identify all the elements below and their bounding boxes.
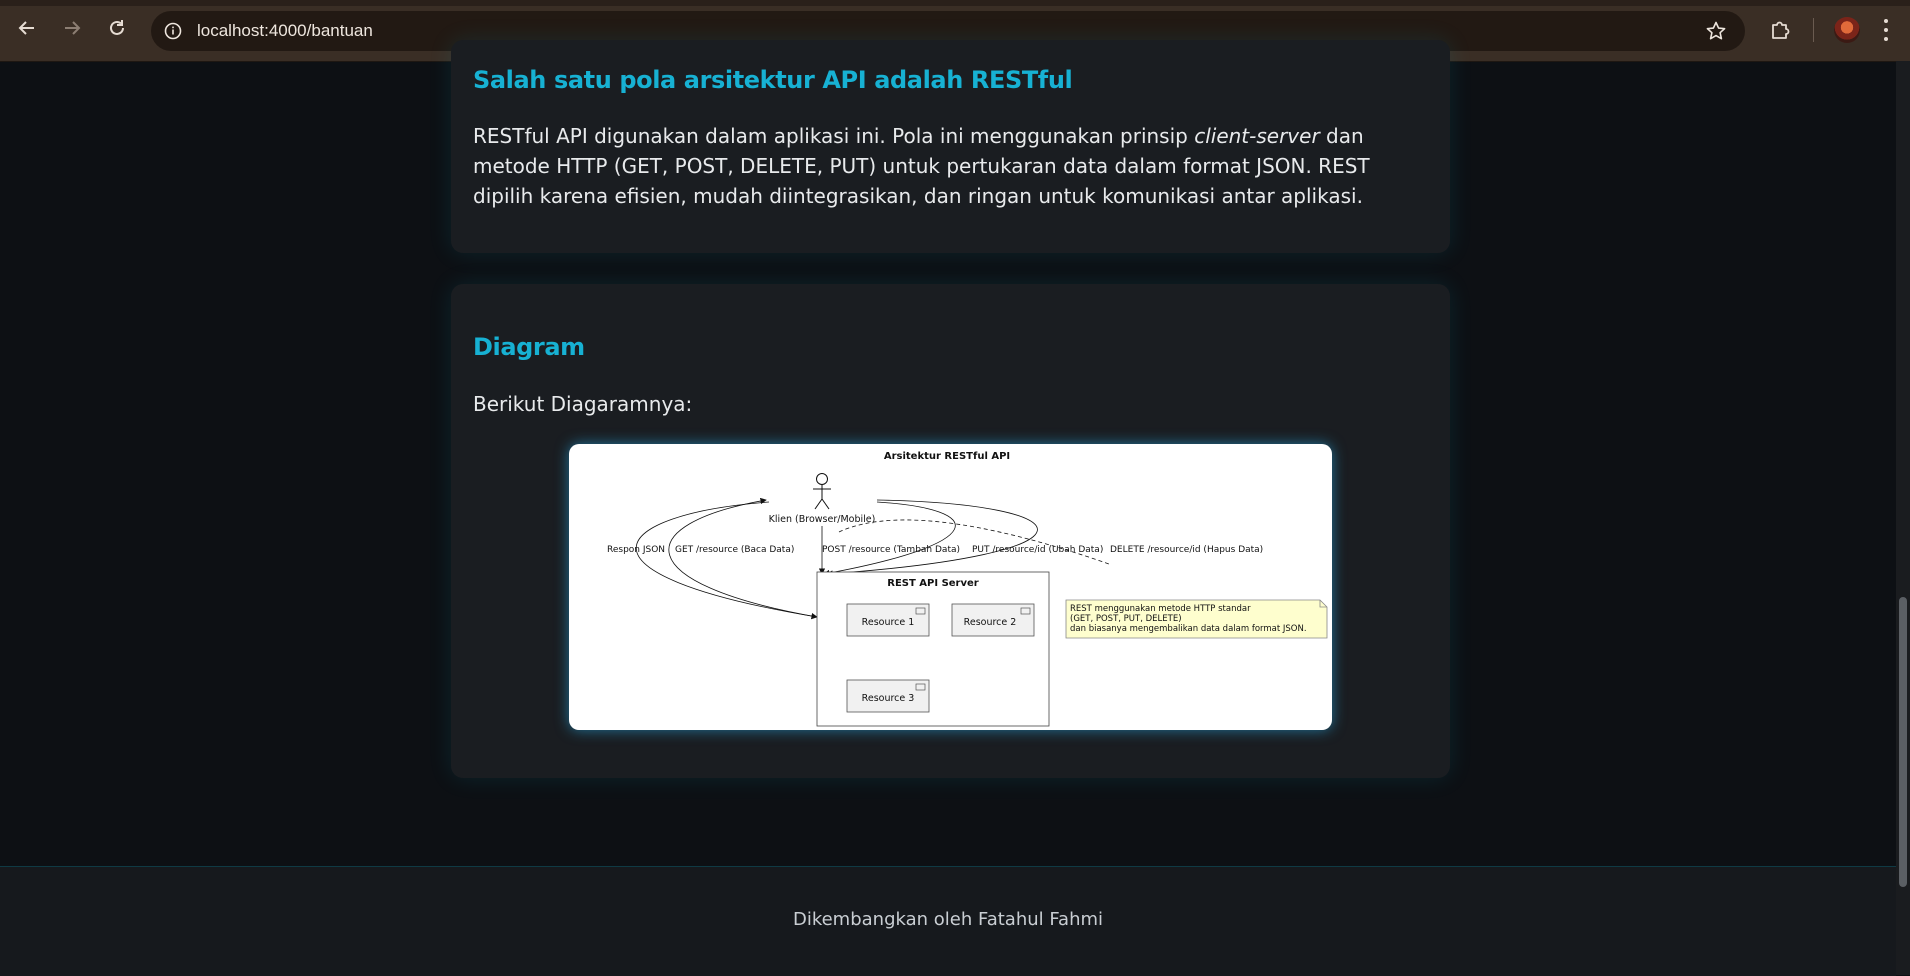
diagram-note: REST menggunakan metode HTTP standar (GE… xyxy=(1065,599,1328,639)
puzzle-icon xyxy=(1772,21,1790,39)
resource-1-box: Resource 1 xyxy=(846,603,930,637)
arrow-right-icon xyxy=(65,21,81,35)
profile-avatar-icon[interactable] xyxy=(1834,17,1860,43)
svg-text:Resource 1: Resource 1 xyxy=(862,617,915,628)
resource-3-box: Resource 3 xyxy=(846,679,930,713)
site-info-button[interactable] xyxy=(163,21,183,41)
bookmark-button[interactable] xyxy=(1705,20,1727,42)
edge-label-respon-json: Respon JSON xyxy=(607,545,665,555)
svg-text:Resource 2: Resource 2 xyxy=(964,617,1017,628)
edge-label-get: GET /resource (Baca Data) xyxy=(675,545,794,555)
svg-text:Resource 3: Resource 3 xyxy=(862,693,915,704)
diagram-intro-text: Berikut Diagaramnya: xyxy=(473,392,693,416)
diagram-title: Arsitektur RESTful API xyxy=(884,451,1010,462)
actor-stick-figure-icon xyxy=(813,473,831,510)
star-icon xyxy=(1706,21,1726,40)
edge-label-put: PUT /resource/id (Ubah Data) xyxy=(972,545,1103,555)
forward-button[interactable] xyxy=(59,15,85,41)
svg-text:dan biasanya mengembalikan dat: dan biasanya mengembalikan data dalam fo… xyxy=(1070,624,1307,634)
rest-section-paragraph: RESTful API digunakan dalam aplikasi ini… xyxy=(473,124,1370,208)
edge-label-delete: DELETE /resource/id (Hapus Data) xyxy=(1110,545,1263,555)
extensions-button[interactable] xyxy=(1768,18,1792,42)
diagram-section-title: Diagram xyxy=(473,333,585,361)
back-button[interactable] xyxy=(14,15,40,41)
rest-info-card: Salah satu pola arsitektur API adalah RE… xyxy=(451,40,1450,253)
scrollbar-thumb[interactable] xyxy=(1899,597,1907,887)
info-icon xyxy=(164,22,182,40)
url-text[interactable]: localhost:4000/bantuan xyxy=(197,21,373,40)
architecture-diagram-image: Arsitektur RESTful API Klien (Browser/Mo… xyxy=(569,444,1332,730)
rest-section-title: Salah satu pola arsitektur API adalah RE… xyxy=(473,66,1073,94)
arrow-left-icon xyxy=(18,21,34,35)
resource-2-box: Resource 2 xyxy=(951,603,1035,637)
svg-text:REST menggunakan metode HTTP s: REST menggunakan metode HTTP standar xyxy=(1070,604,1251,614)
tab-strip xyxy=(0,0,1910,6)
server-label: REST API Server xyxy=(887,578,979,589)
page-footer: Dikembangkan oleh Fatahul Fahmi xyxy=(0,866,1896,976)
footer-credit: Dikembangkan oleh Fatahul Fahmi xyxy=(792,909,1104,930)
reload-button[interactable] xyxy=(104,15,130,41)
toolbar-divider xyxy=(1813,18,1814,42)
actor-label: Klien (Browser/Mobile) xyxy=(769,514,876,525)
reload-icon xyxy=(110,20,124,35)
diagram-card: Diagram Berikut Diagaramnya: Arsitektur … xyxy=(451,284,1450,778)
svg-text:(GET, POST, PUT, DELETE): (GET, POST, PUT, DELETE) xyxy=(1070,614,1182,624)
edge-label-post: POST /resource (Tambah Data) xyxy=(822,545,960,555)
page-scrollbar[interactable] xyxy=(1896,61,1910,975)
kebab-menu-icon[interactable] xyxy=(1883,19,1889,43)
